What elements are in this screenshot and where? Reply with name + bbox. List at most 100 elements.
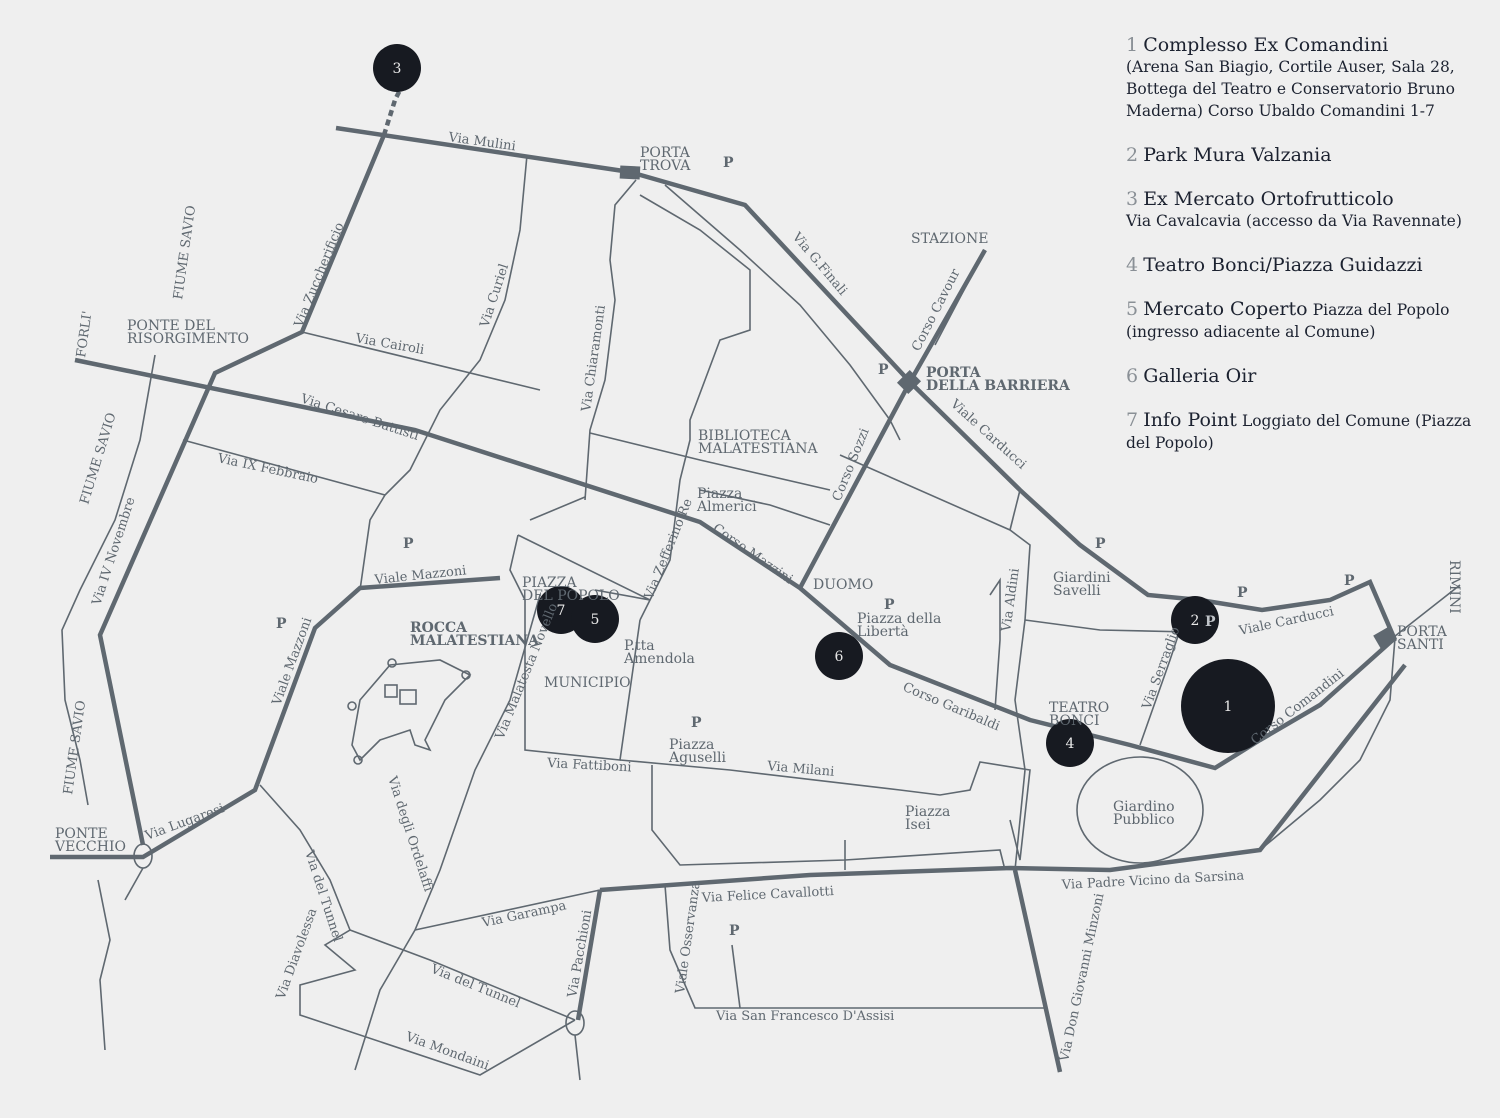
- parking-markers: P P P P P P P P P P P: [276, 155, 1355, 939]
- poi-2-marker[interactable]: [1171, 596, 1219, 644]
- legend-number: 7: [1126, 409, 1139, 431]
- label-giardino-pubblico-2: Pubblico: [1113, 812, 1175, 828]
- label-stazione: STAZIONE: [911, 231, 988, 247]
- label-porta-barriera-1: PORTA: [926, 365, 982, 381]
- label-ptta-amendola-2: Amendola: [623, 651, 695, 667]
- label-ponte-risorgimento-2: RISORGIMENTO: [127, 331, 249, 347]
- legend-title: Galleria Oir: [1143, 365, 1257, 387]
- label-piazza-popolo-2: DEL POPOLO: [522, 588, 620, 604]
- rocca-outline: [347, 658, 472, 765]
- poi-2-number: 2: [1191, 613, 1200, 629]
- legend-item-7[interactable]: 7 Info Point Loggiato del Comune (Piazza…: [1126, 409, 1486, 454]
- poi-6-number: 6: [835, 649, 844, 665]
- label-via-mondaini: Via Mondaini: [403, 1029, 491, 1073]
- legend-item-2[interactable]: 2 Park Mura Valzania: [1126, 144, 1486, 166]
- legend-title: Ex Mercato Ortofrutticolo: [1143, 188, 1394, 210]
- label-giardini-savelli-1: Giardini: [1053, 570, 1111, 586]
- parking-icon: P: [1344, 573, 1355, 589]
- main-roads: [50, 68, 1407, 1073]
- legend-number: 3: [1126, 188, 1139, 210]
- label-ponte-vecchio-1: PONTE: [55, 826, 108, 842]
- label-via-fattiboni: Via Fattiboni: [546, 756, 632, 775]
- label-biblioteca-1: BIBLIOTECA: [698, 428, 792, 444]
- legend-item-3[interactable]: 3 Ex Mercato Ortofrutticolo Via Cavalcav…: [1126, 188, 1486, 232]
- label-via-zuccherificio: Via Zuccherificio: [291, 220, 347, 330]
- label-porta-barriera-2: DELLA BARRIERA: [926, 378, 1071, 394]
- legend-item-6[interactable]: 6 Galleria Oir: [1126, 365, 1486, 387]
- label-piazza-liberta-2: Libertà: [857, 623, 909, 640]
- legend-title: Mercato Coperto: [1143, 298, 1308, 320]
- label-porta-trova-1: PORTA: [640, 145, 691, 161]
- label-via-serraglio: Via Serraglio: [1139, 625, 1183, 712]
- parking-icon: P: [403, 536, 414, 552]
- parking-icon: P: [729, 923, 740, 939]
- label-via-garampa: Via Garampa: [480, 898, 568, 931]
- poi-markers: 1 2 3 4 7 5 6: [373, 44, 1275, 767]
- label-via-del-tunnel-south: Via del Tunnel: [428, 961, 523, 1011]
- label-via-san-francesco: Via San Francesco D'Assisi: [715, 1009, 894, 1024]
- poi-4-marker[interactable]: [1046, 719, 1094, 767]
- legend-detail: Via Cavalcavia (accesso da Via Ravennate…: [1126, 212, 1462, 230]
- label-fiume-savio-mid: FIUME SAVIO: [77, 411, 119, 506]
- minor-streets: [61, 154, 1461, 1081]
- label-ponte-vecchio-2: VECCHIO: [54, 839, 126, 855]
- poi-1-number: 1: [1224, 699, 1233, 715]
- label-fiume-savio-north: FIUME SAVIO: [171, 205, 199, 301]
- legend-item-1[interactable]: 1 Complesso Ex Comandini (Arena San Biag…: [1126, 34, 1486, 122]
- label-porta-santi-2: SANTI: [1397, 637, 1444, 653]
- legend-item-5[interactable]: 5 Mercato Coperto Piazza del Popolo (ing…: [1126, 298, 1486, 343]
- legend-detail: Piazza del Popolo (ingresso adiacente al…: [1126, 301, 1450, 341]
- label-via-curiel: Via Curiel: [477, 262, 512, 330]
- label-piazza-isei-2: Isei: [905, 817, 931, 833]
- label-duomo: DUOMO: [813, 577, 873, 593]
- legend-detail: Loggiato del Comune (Piazza del Popolo): [1126, 412, 1472, 452]
- label-via-lugaresi: Via Lugaresi: [142, 801, 226, 844]
- label-porta-trova-2: TROVA: [640, 158, 691, 174]
- parking-icon: P: [1205, 614, 1216, 630]
- label-via-cesare-battisti: Via Cesare Battisti: [298, 391, 421, 444]
- label-forli: FORLI': [74, 310, 95, 358]
- label-piazza-liberta-1: Piazza della: [857, 611, 941, 627]
- poi-5-marker[interactable]: [571, 595, 619, 643]
- legend-detail: (Arena San Biagio, Cortile Auser, Sala 2…: [1126, 58, 1455, 120]
- label-municipio: MUNICIPIO: [544, 675, 631, 691]
- label-biblioteca-2: MALATESTIANA: [698, 441, 818, 457]
- parking-icon: P: [878, 362, 889, 378]
- poi-3-marker[interactable]: [373, 44, 421, 92]
- legend-title: Complesso Ex Comandini: [1143, 34, 1389, 56]
- label-teatro-bonci-1: TEATRO: [1049, 700, 1109, 716]
- parking-icon: P: [276, 616, 287, 632]
- label-via-iv-novembre: Via IV Novembre: [89, 495, 138, 608]
- parking-icon: P: [723, 155, 734, 171]
- label-viale-osservanza: Viale Osservanza: [673, 880, 704, 995]
- label-giardini-savelli-2: Savelli: [1053, 583, 1101, 599]
- poi-5-number: 5: [591, 612, 600, 628]
- label-piazza-aguselli-1: Piazza: [669, 737, 714, 753]
- label-piazza-popolo-1: PIAZZA: [522, 575, 578, 591]
- poi-7-number: 7: [557, 603, 566, 619]
- legend: 1 Complesso Ex Comandini (Arena San Biag…: [1126, 34, 1486, 476]
- legend-title: Teatro Bonci/Piazza Guidazzi: [1143, 254, 1423, 276]
- label-via-ix-febbraio: Via IX Febbraio: [215, 451, 319, 487]
- label-via-don-minzoni: Via Don Giovanni Minzoni: [1057, 892, 1108, 1064]
- parking-icon: P: [1237, 585, 1248, 601]
- label-ptta-amendola-1: P.tta: [624, 638, 655, 654]
- legend-item-4[interactable]: 4 Teatro Bonci/Piazza Guidazzi: [1126, 254, 1486, 276]
- parking-icon: P: [1095, 536, 1106, 552]
- poi-1-marker[interactable]: [1181, 659, 1275, 753]
- poi-3-number: 3: [393, 61, 402, 77]
- label-porta-santi-1: PORTA: [1397, 624, 1448, 640]
- label-via-milani: Via Milani: [766, 759, 835, 780]
- legend-number: 4: [1126, 254, 1139, 276]
- label-via-aldini: Via Aldini: [999, 567, 1023, 633]
- label-rimini: RIMINI: [1446, 560, 1462, 614]
- label-rocca-1: ROCCA: [410, 620, 468, 636]
- label-piazza-isei-1: Piazza: [905, 804, 950, 820]
- parking-icon: P: [884, 597, 895, 613]
- poi-6-marker[interactable]: [815, 632, 863, 680]
- legend-number: 6: [1126, 365, 1139, 387]
- label-via-padre-vicino: Via Padre Vicino da Sarsina: [1060, 868, 1244, 893]
- label-rocca-2: MALATESTIANA: [410, 633, 540, 649]
